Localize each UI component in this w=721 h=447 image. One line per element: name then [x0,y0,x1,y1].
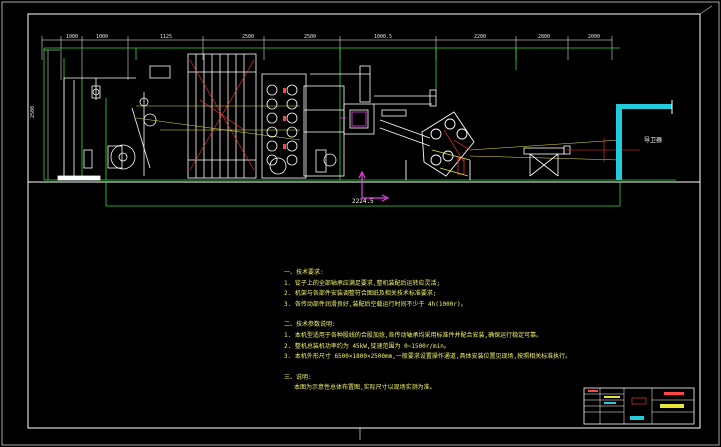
ucs-axis [358,170,390,202]
notes-section3-text: 本图为示意性总体布置图,实际尺寸以现场实测为准。 [294,384,436,392]
guide-beam [566,138,640,162]
dim-text-3: 1125 [160,34,172,40]
winding-head-yellow [431,149,471,177]
transfer-head-magenta [340,111,367,127]
discharge-table [523,145,571,177]
left-hoist-unit [57,77,136,181]
tower-wiring [189,59,255,171]
notes-item: 1. 本机型适用于各种股线的合股加捻,各传动轴承均采用标准件并配合安装,确保运行… [284,331,543,339]
height-dim-text: 2500 [30,106,36,118]
notes-item: 3. 各传动部件润滑良好,装配后空载运行时间不少于 4h(1000r)。 [284,300,467,308]
roller-heaters [283,88,286,149]
title-block [583,387,695,425]
overall-dim-text: 2224.5 [352,198,374,205]
dim-text-4: 2500 [242,34,254,40]
notes-section1-title: 一、技术要求: [284,269,324,276]
dim-text-1: 1000 [66,34,78,40]
unwind-roll-unit [107,65,171,176]
dim-text-9: 2000 [588,34,600,40]
dim-text-8: 2800 [538,34,550,40]
top-dimension-chain: 1000 1000 1125 2500 2500 1000.5 2200 280… [41,34,613,80]
notes-item: 2. 整机总装机功率约为 45kW,锭速范围为 0~1500r/min。 [284,342,450,350]
transfer-head [343,89,437,147]
gear-train [303,65,371,177]
dim-text-5: 2500 [304,34,316,40]
notes-item: 1. 锭子上的全部轴承应满足要求,整机装配后运转应灵活; [284,279,441,287]
dim-text-7: 2200 [474,34,486,40]
drawing-inner-frame [27,13,701,429]
notes-item: 3. 本机外形尺寸 6500×1800×2500mm,一般要求设置操作通道,具体… [284,353,572,361]
technical-notes: 一、技术要求: 1. 锭子上的全部轴承应满足要求,整机装配后运转应灵活; 2. … [284,268,584,394]
notes-section2-title: 二、技术参数说明: [284,321,336,329]
notes-item: 2. 机架与各部件安装调整符合图纸及相关技术标准要求; [284,290,437,298]
sheet-corner-mark-right [699,5,713,15]
height-dimension: 2500 [30,49,60,180]
yellow-guide-lines [135,105,621,161]
drying-tower [187,53,257,179]
dim-text-6: 1000.5 [374,34,392,40]
notes-section3-title: 三、说明: [284,373,312,381]
right-wall [616,100,673,180]
dim-text-2: 1000 [96,34,108,40]
guide-label: 导卫器 [644,137,662,144]
roller-stack [261,73,307,179]
winding-head [405,111,475,180]
